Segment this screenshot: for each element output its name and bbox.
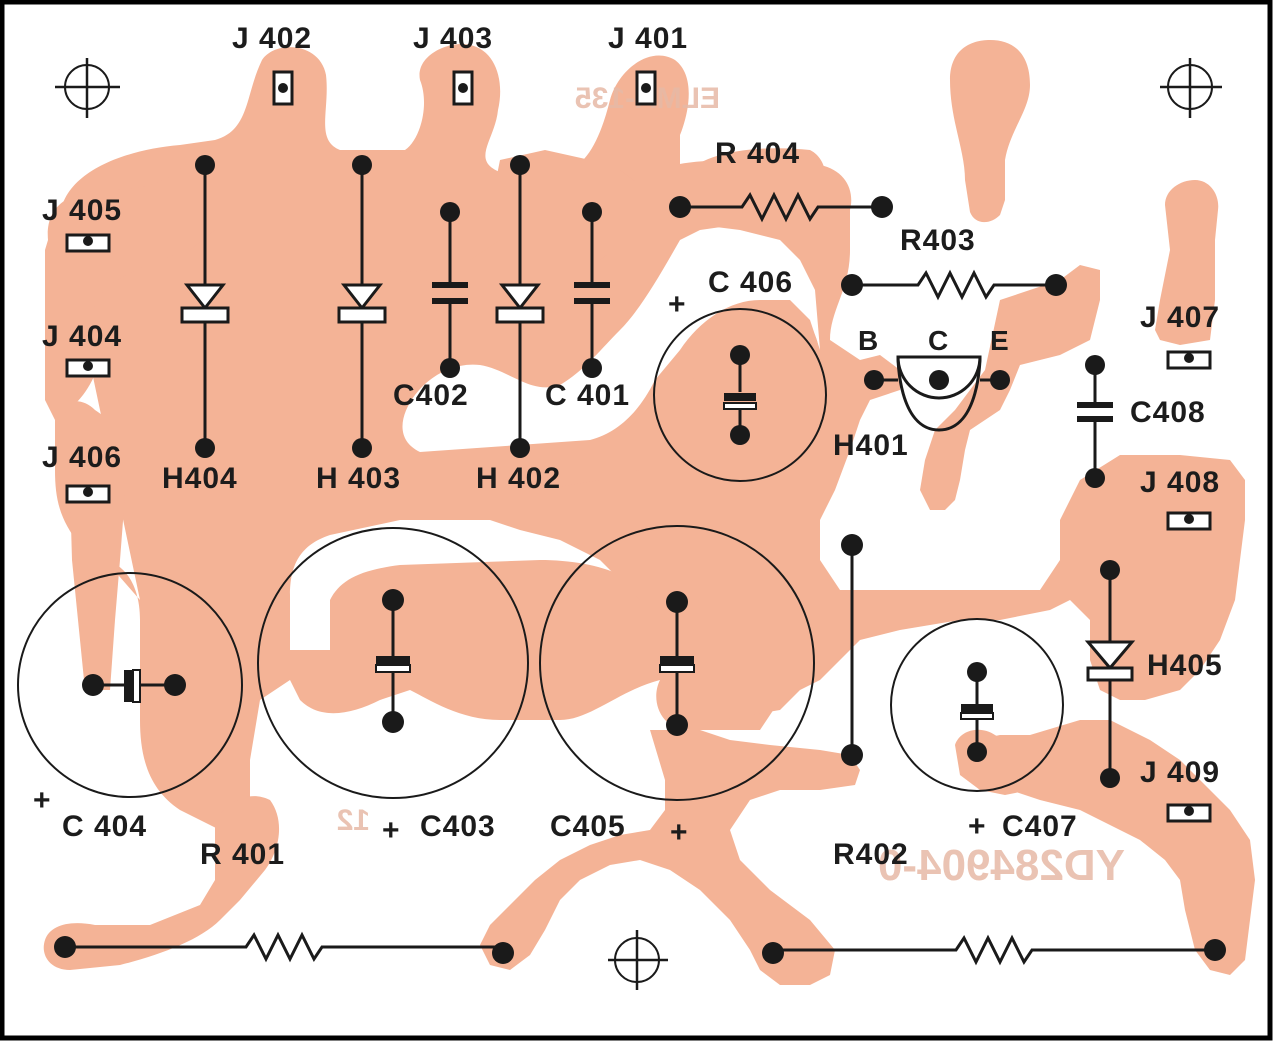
jacks bbox=[65, 70, 1212, 823]
label-c408: C408 bbox=[1130, 396, 1206, 429]
label-c405: C405 bbox=[550, 810, 626, 843]
capacitor-c402 bbox=[432, 202, 468, 378]
plus-c407: + bbox=[968, 810, 987, 843]
jack-j405-pad bbox=[65, 233, 111, 253]
mounting-hole-top-right bbox=[1160, 58, 1222, 118]
label-c407: C407 bbox=[1002, 810, 1078, 843]
capacitor-c404 bbox=[17, 572, 243, 798]
jack-j407-pad bbox=[1166, 350, 1212, 370]
jack-j402-pad bbox=[272, 70, 294, 106]
capacitor-c406 bbox=[653, 308, 827, 482]
label-j409: J 409 bbox=[1140, 756, 1220, 789]
capacitor-c407 bbox=[890, 618, 1064, 792]
label-j405: J 405 bbox=[42, 194, 122, 227]
label-transistor-base: B bbox=[858, 325, 878, 356]
label-c403: C403 bbox=[420, 810, 496, 843]
diode-h405 bbox=[1084, 560, 1136, 788]
jack-j406-pad bbox=[65, 484, 111, 504]
label-c404: C 404 bbox=[62, 810, 147, 843]
jack-j408-pad bbox=[1166, 511, 1212, 531]
diode-h404 bbox=[180, 155, 230, 458]
jack-j401-pad bbox=[635, 70, 657, 106]
diode-h402 bbox=[495, 155, 545, 458]
label-transistor-collector: C bbox=[928, 325, 948, 356]
resistor-r404 bbox=[669, 191, 893, 223]
label-h402: H 402 bbox=[476, 462, 561, 495]
label-j404: J 404 bbox=[42, 320, 122, 353]
label-r403: R403 bbox=[900, 224, 976, 257]
resistor-r403 bbox=[841, 269, 1067, 301]
plus-c404: + bbox=[33, 784, 52, 817]
resistor-bottom-right bbox=[762, 934, 1226, 966]
ghost-bottom-code: 12 bbox=[337, 804, 370, 837]
capacitor-c405 bbox=[539, 525, 815, 801]
label-j408: J 408 bbox=[1140, 466, 1220, 499]
copper-traces bbox=[43, 40, 1255, 985]
label-h404: H404 bbox=[162, 462, 238, 495]
jack-j409-pad bbox=[1166, 803, 1212, 823]
label-c406: C 406 bbox=[708, 266, 793, 299]
plus-c406: + bbox=[668, 288, 687, 321]
label-j403: J 403 bbox=[413, 22, 493, 55]
label-j401: J 401 bbox=[608, 22, 688, 55]
label-h405: H405 bbox=[1147, 649, 1223, 682]
capacitor-c401 bbox=[574, 202, 610, 378]
capacitor-c403 bbox=[257, 527, 529, 799]
mounting-hole-top-left bbox=[55, 58, 120, 118]
diode-h403 bbox=[337, 155, 387, 458]
mounting-holes bbox=[55, 58, 1222, 990]
resistor-r401 bbox=[54, 931, 514, 964]
labels: J 402 J 403 J 401 J 405 J 404 J 406 J 40… bbox=[33, 22, 1223, 871]
resistor-r402 bbox=[841, 534, 863, 766]
jack-j403-pad bbox=[452, 70, 474, 106]
label-h401: H401 bbox=[833, 429, 909, 462]
label-r402: R402 bbox=[833, 838, 909, 871]
ghost-board-code: YD284904-0 bbox=[878, 841, 1125, 890]
capacitor-c408 bbox=[1077, 355, 1113, 488]
components bbox=[17, 155, 1226, 966]
label-c402: C402 bbox=[393, 379, 469, 412]
mirrored-silkscreen: ELMA-135 12 YD284904-0 bbox=[337, 82, 1125, 890]
label-h403: H 403 bbox=[316, 462, 401, 495]
label-j402: J 402 bbox=[232, 22, 312, 55]
plus-c405: + bbox=[670, 816, 689, 849]
jack-j404-pad bbox=[65, 358, 111, 378]
label-r401: R 401 bbox=[200, 838, 285, 871]
label-transistor-emitter: E bbox=[990, 325, 1009, 356]
transistor-h401 bbox=[864, 355, 1010, 432]
label-r404: R 404 bbox=[715, 137, 800, 170]
label-c401: C 401 bbox=[545, 379, 630, 412]
label-j407: J 407 bbox=[1140, 301, 1220, 334]
plus-c403: + bbox=[382, 814, 401, 847]
label-j406: J 406 bbox=[42, 441, 122, 474]
mounting-hole-bottom bbox=[608, 930, 668, 990]
